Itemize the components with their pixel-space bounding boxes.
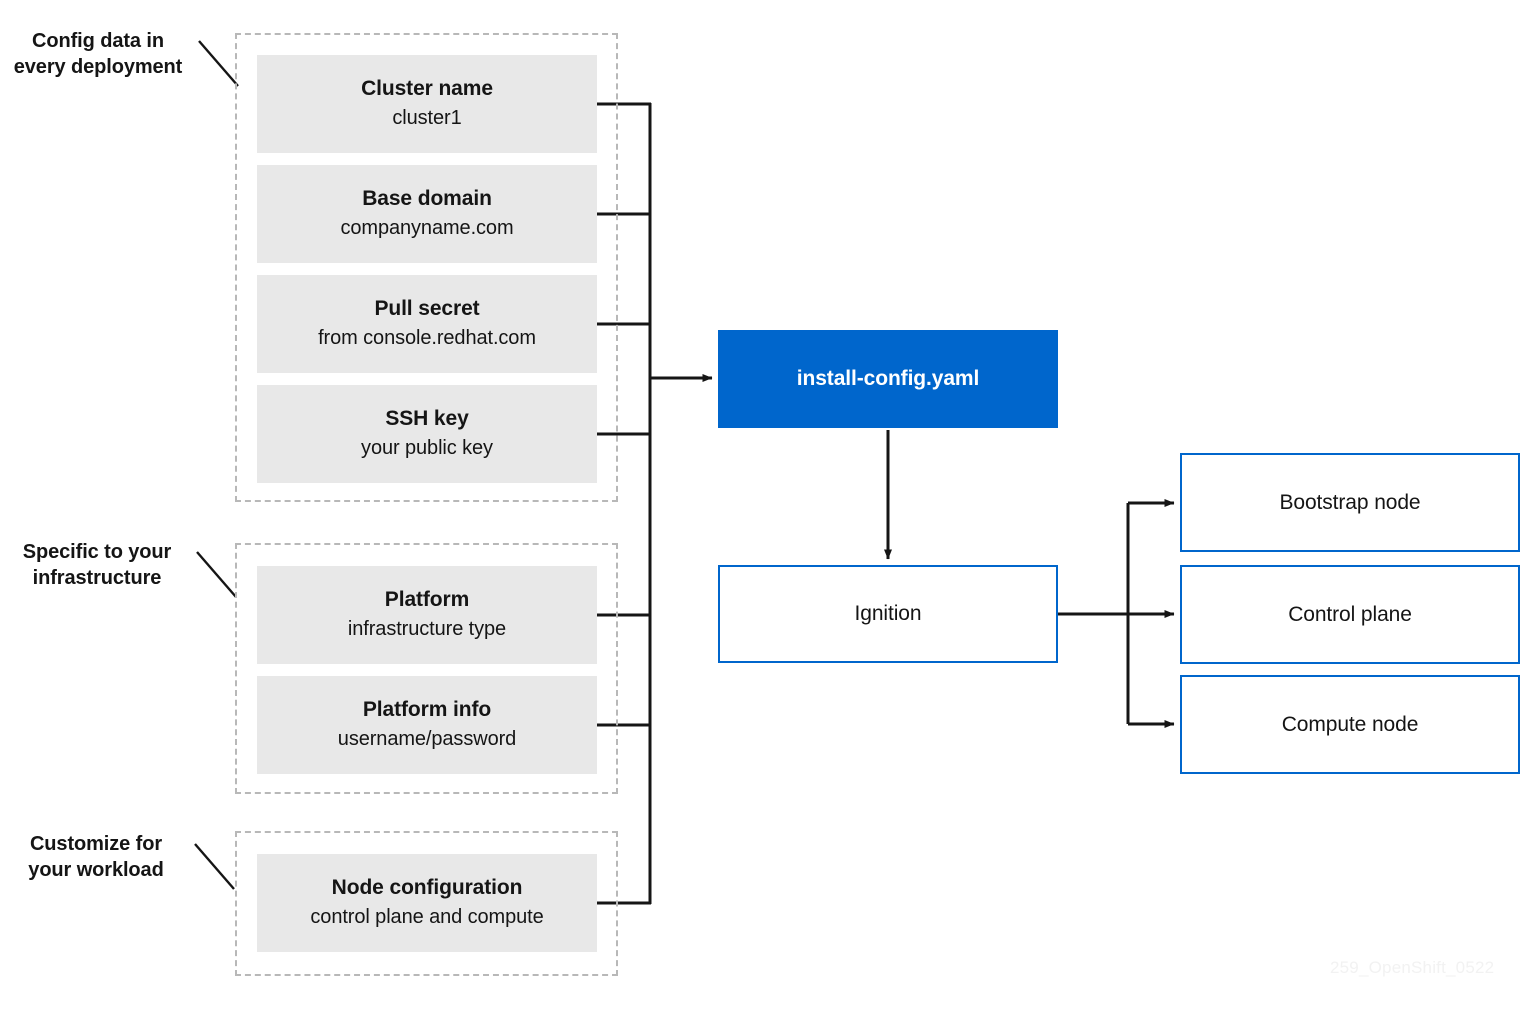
box-label: Control plane bbox=[1288, 602, 1412, 626]
box-compute-node[interactable]: Compute node bbox=[1180, 675, 1520, 774]
card-subtitle: username/password bbox=[337, 728, 517, 751]
box-bootstrap-node[interactable]: Bootstrap node bbox=[1180, 453, 1520, 552]
box-label: Compute node bbox=[1281, 712, 1419, 736]
box-label: Bootstrap node bbox=[1279, 490, 1421, 514]
annotation-line-1: Specific to your bbox=[22, 541, 172, 563]
card-subtitle: companyname.com bbox=[340, 217, 514, 240]
group-box-infrastructure bbox=[235, 543, 618, 794]
card-subtitle: from console.redhat.com bbox=[318, 327, 536, 350]
leader-line-workload bbox=[194, 843, 235, 890]
card-title: Platform bbox=[384, 588, 470, 612]
card-title: Base domain bbox=[362, 187, 492, 211]
card-cluster-name[interactable]: Cluster name cluster1 bbox=[257, 55, 597, 153]
box-label: Ignition bbox=[854, 602, 922, 625]
card-title: Pull secret bbox=[374, 297, 480, 321]
card-platform-info[interactable]: Platform info username/password bbox=[257, 676, 597, 774]
card-title: Cluster name bbox=[361, 77, 493, 101]
annotation-line-2: your workload bbox=[28, 859, 164, 882]
card-subtitle: control plane and compute bbox=[310, 906, 544, 929]
annotation-every-deployment: Config data in every deployment bbox=[0, 28, 196, 81]
card-platform[interactable]: Platform infrastructure type bbox=[257, 566, 597, 664]
card-node-configuration[interactable]: Node configuration control plane and com… bbox=[257, 854, 597, 952]
annotation-infrastructure: Specific to your infrastructure bbox=[0, 539, 194, 592]
card-pull-secret[interactable]: Pull secret from console.redhat.com bbox=[257, 275, 597, 373]
card-ssh-key[interactable]: SSH key your public key bbox=[257, 385, 597, 483]
box-label: install-config.yaml bbox=[796, 367, 980, 390]
group-box-workload bbox=[235, 831, 618, 976]
box-install-config-yaml[interactable]: install-config.yaml bbox=[718, 330, 1058, 428]
card-base-domain[interactable]: Base domain companyname.com bbox=[257, 165, 597, 263]
annotation-workload: Customize for your workload bbox=[0, 831, 192, 884]
card-subtitle: cluster1 bbox=[392, 107, 462, 130]
annotation-line-2: every deployment bbox=[13, 56, 183, 79]
card-subtitle: infrastructure type bbox=[347, 618, 507, 641]
annotation-line-2: infrastructure bbox=[32, 567, 162, 590]
box-control-plane[interactable]: Control plane bbox=[1180, 565, 1520, 664]
watermark: 259_OpenShift_0522 bbox=[1330, 958, 1495, 977]
card-title: Node configuration bbox=[331, 876, 523, 900]
annotation-line-1: Config data in bbox=[32, 30, 164, 52]
group-box-every-deployment bbox=[235, 33, 618, 502]
card-subtitle: your public key bbox=[361, 437, 493, 460]
leader-line-every-deployment bbox=[198, 40, 239, 87]
card-title: SSH key bbox=[385, 407, 469, 431]
leader-line-infrastructure bbox=[196, 551, 237, 598]
annotation-line-1: Customize for bbox=[29, 833, 163, 855]
card-title: Platform info bbox=[362, 698, 492, 722]
box-ignition[interactable]: Ignition bbox=[718, 565, 1058, 663]
